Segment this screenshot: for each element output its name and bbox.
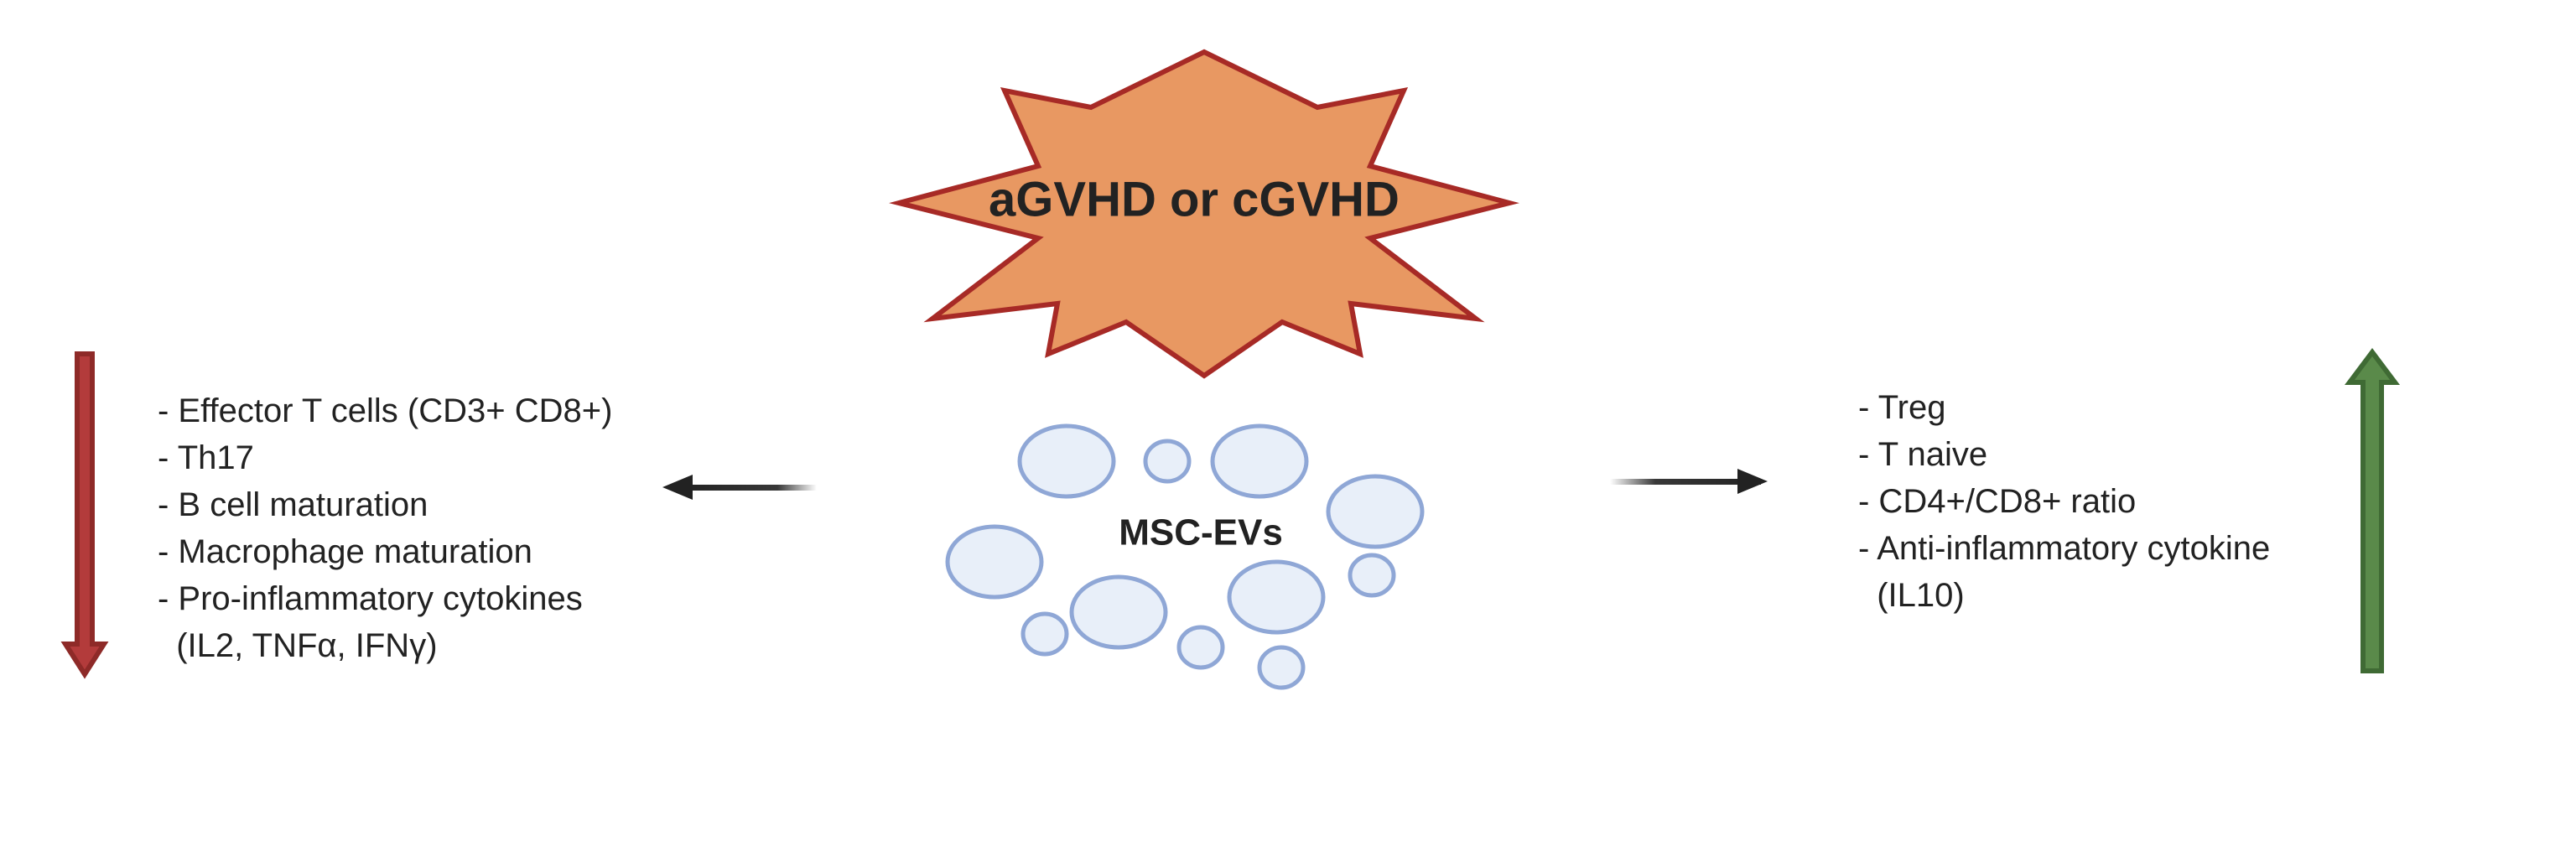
vesicle bbox=[1257, 645, 1306, 690]
left-pointer-arrow bbox=[662, 475, 817, 500]
increased-effect-item: (IL10) bbox=[1858, 577, 1965, 614]
decreased-effect-item: - Th17 bbox=[158, 439, 254, 476]
right-pointer-arrow bbox=[1610, 469, 1768, 494]
decreased-effect-item: - B cell maturation bbox=[158, 486, 428, 523]
vesicle bbox=[1348, 553, 1396, 598]
decreased-effect-item: - Effector T cells (CD3+ CD8+) bbox=[158, 392, 613, 429]
increased-effect-item: - T naive bbox=[1858, 436, 1988, 473]
increased-effects-list: - Treg - T naive - CD4+/CD8+ ratio - Anti-i… bbox=[1858, 384, 2270, 619]
vesicle bbox=[1017, 423, 1116, 499]
vesicle bbox=[1210, 423, 1309, 499]
decreased-effect-item: - Pro-inflammatory cytokines bbox=[158, 580, 583, 617]
vesicle bbox=[1143, 439, 1192, 484]
vesicle bbox=[1069, 574, 1168, 650]
vesicle bbox=[1021, 611, 1069, 657]
vesicle bbox=[945, 524, 1044, 600]
gvhd-burst-label: aGVHD or cGVHD bbox=[989, 172, 1400, 226]
decreased-effect-item: - Macrophage maturation bbox=[158, 533, 532, 570]
vesicle bbox=[1176, 625, 1225, 670]
vesicle bbox=[1227, 559, 1326, 635]
decreased-effect-item: (IL2, TNFα, IFNγ) bbox=[158, 627, 438, 664]
gvhd-burst-shape bbox=[889, 49, 1519, 379]
decrease-down-arrow bbox=[60, 351, 109, 679]
increase-up-arrow bbox=[2345, 348, 2400, 673]
increased-effect-item: - Treg bbox=[1858, 389, 1946, 426]
vesicle-cluster bbox=[945, 423, 1425, 690]
increased-effect-item: - Anti-inflammatory cytokine bbox=[1858, 530, 2271, 567]
increased-effect-item: - CD4+/CD8+ ratio bbox=[1858, 483, 2137, 520]
vesicle bbox=[1326, 474, 1425, 549]
decreased-effects-list: - Effector T cells (CD3+ CD8+) - Th17 - B … bbox=[158, 387, 612, 669]
msc-evs-label: MSC-EVs bbox=[1119, 512, 1283, 553]
